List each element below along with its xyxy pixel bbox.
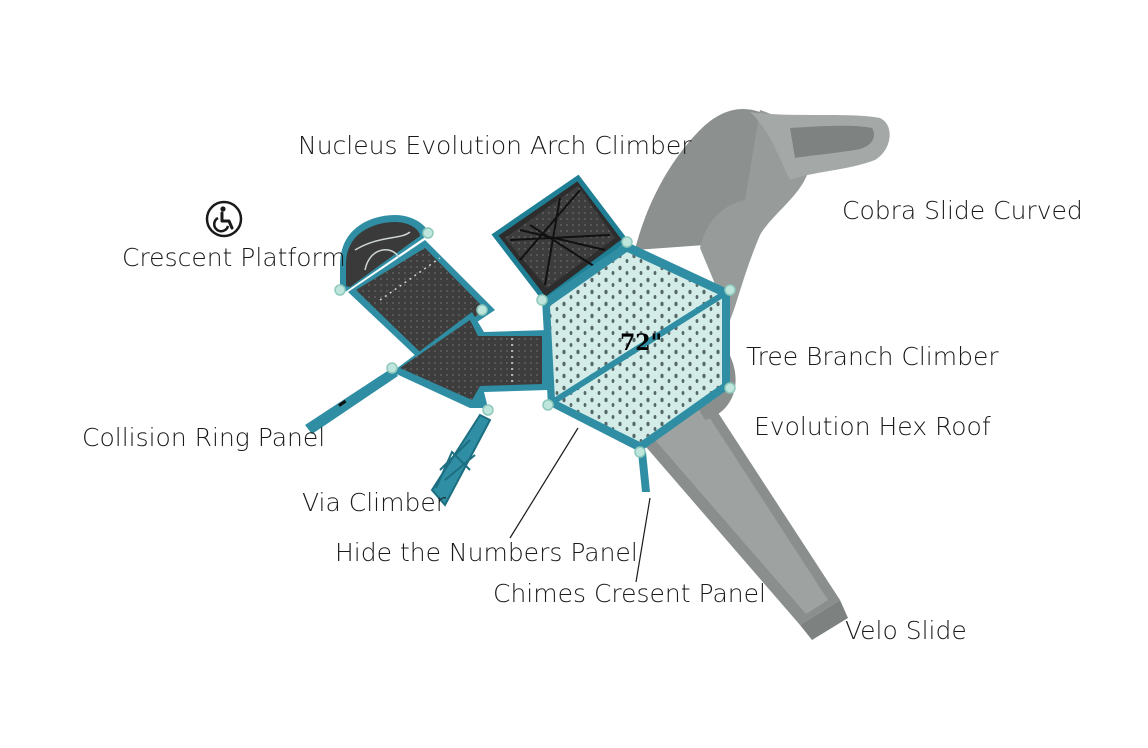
chimes-crescent-panel xyxy=(638,452,650,492)
label-evolution-hex-roof: Evolution Hex Roof xyxy=(754,414,991,439)
label-via-climber: Via Climber xyxy=(302,490,446,515)
label-cobra-slide-curved: Cobra Slide Curved xyxy=(842,198,1083,223)
label-chimes-crescent-panel: Chimes Cresent Panel xyxy=(493,581,766,606)
deck-height-label: 72" xyxy=(620,332,662,354)
label-tree-branch-climber: Tree Branch Climber xyxy=(746,344,999,369)
label-collision-ring-panel: Collision Ring Panel xyxy=(82,425,325,450)
label-hide-numbers-panel: Hide the Numbers Panel xyxy=(335,540,638,565)
wheelchair-accessible-icon xyxy=(204,199,244,239)
label-velo-slide: Velo Slide xyxy=(845,618,967,643)
label-nucleus-arch-climber: Nucleus Evolution Arch Climber xyxy=(298,133,692,158)
label-crescent-platform: Crescent Platform xyxy=(122,245,346,270)
